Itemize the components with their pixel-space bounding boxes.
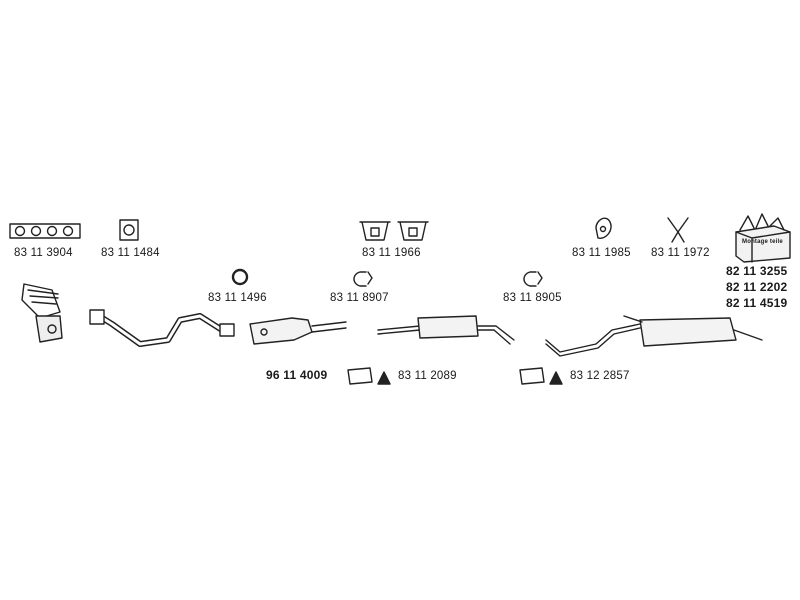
- bracket-icon: [359, 221, 429, 241]
- kit-box-label: Montage teile: [742, 239, 783, 245]
- part-number-manifold-gasket: 83 11 3904: [14, 247, 73, 259]
- rear-silencer-icon: [545, 315, 763, 357]
- hanger-icon: [667, 217, 689, 243]
- part-number-bracket: 83 11 1966: [362, 247, 421, 259]
- part-number-mounting-kit-1: 82 11 3255: [726, 264, 788, 278]
- manifold-gasket-icon: [9, 223, 81, 239]
- part-number-pipe-connector-2: 83 12 2857: [570, 370, 630, 382]
- part-number-flange-gasket: 83 11 1484: [101, 247, 160, 259]
- part-number-ring-gasket: 83 11 1496: [208, 292, 267, 304]
- middle-silencer-icon: [377, 315, 515, 345]
- part-number-mounting-kit-3: 82 11 4519: [726, 296, 788, 310]
- pipe-connector-icon: [347, 367, 391, 385]
- part-number-hanger: 83 11 1972: [651, 247, 710, 259]
- part-number-clamp-2: 83 11 8905: [503, 292, 562, 304]
- part-number-clamp-1: 83 11 8907: [330, 292, 389, 304]
- part-number-pipe-connector-1: 83 11 2089: [398, 370, 457, 382]
- catalytic-converter-icon: [249, 317, 347, 345]
- part-number-catalytic-converter: 96 11 4009: [266, 368, 328, 382]
- rubber-mount-icon: [595, 217, 612, 239]
- mounting-kit-box-icon: [735, 213, 791, 263]
- square-flange-gasket-icon: [119, 219, 139, 241]
- part-number-mounting-kit-2: 82 11 2202: [726, 280, 788, 294]
- manifold-catalyst-icon: [21, 283, 63, 343]
- part-number-rubber-mount: 83 11 1985: [572, 247, 631, 259]
- clamp-icon: [353, 271, 373, 287]
- pipe-connector-icon-2: [519, 367, 563, 385]
- front-pipe-icon: [89, 309, 235, 347]
- clamp-icon-2: [523, 271, 543, 287]
- ring-gasket-icon: [231, 268, 249, 286]
